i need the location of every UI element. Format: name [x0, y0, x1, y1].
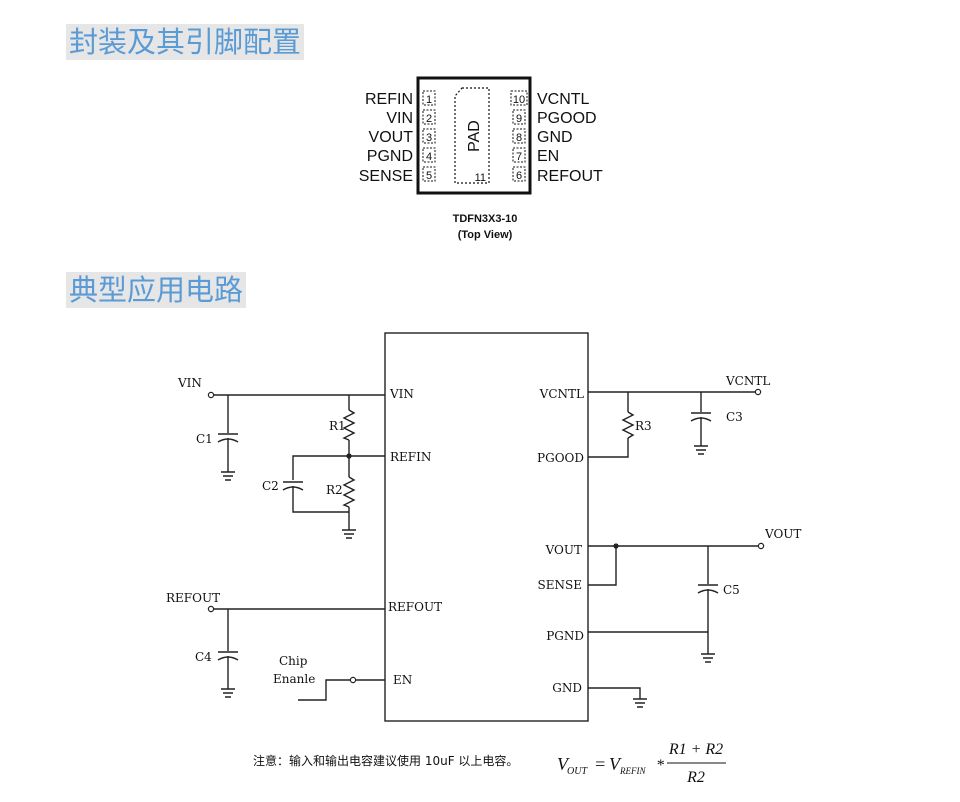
package-view: (Top View): [458, 229, 513, 241]
formula-equals: =: [594, 754, 606, 774]
right-pin-10: 10 VCNTL: [510, 90, 590, 108]
pin-name: GND: [537, 129, 573, 146]
ground-symbol: [221, 688, 235, 698]
right-pin-8: 8 GND: [512, 128, 573, 146]
refin-divider: R1 C2 R2: [262, 395, 385, 539]
c2-label: C2: [262, 479, 279, 493]
ic-pin-vin: VIN: [389, 387, 414, 401]
pin-number: 1: [426, 94, 432, 106]
r1-resistor: [342, 409, 356, 441]
package-section-title: 封装及其引脚配置: [66, 24, 305, 60]
pin-name: SENSE: [359, 168, 413, 185]
left-pin-3: 3 VOUT: [369, 128, 436, 146]
formula-times: *: [656, 757, 664, 774]
r2-resistor: [342, 476, 356, 508]
c3-label: C3: [726, 410, 743, 424]
vcntl-net: VCNTL R3 C3: [588, 374, 770, 458]
ic-pin-vout: VOUT: [545, 543, 582, 557]
pin-name: REFIN: [365, 91, 413, 108]
pin-number: 4: [426, 151, 432, 163]
ic-pin-refout: REFOUT: [388, 600, 442, 614]
refout-label: REFOUT: [166, 591, 220, 605]
ic-pin-pgnd: PGND: [546, 629, 584, 643]
ic-body: [384, 332, 589, 722]
pin-name: PGOOD: [537, 110, 597, 127]
formula-vout-sub: OUT: [567, 766, 588, 777]
exposed-pad: [454, 87, 490, 184]
left-pin-1: 1 REFIN: [365, 90, 436, 108]
r3-label: R3: [635, 419, 652, 433]
c5-label: C5: [723, 583, 740, 597]
pin-number: 2: [426, 113, 432, 125]
ic-pin-gnd: GND: [552, 681, 582, 695]
left-pin-5: 5 SENSE: [359, 166, 436, 185]
pin-number: 5: [426, 170, 432, 182]
ground-symbol: [694, 445, 708, 455]
circuit-section-title: 典型应用电路: [66, 272, 247, 308]
refout-net: REFOUT C4: [166, 591, 385, 698]
pin-number: 9: [516, 113, 522, 125]
pin-name: VOUT: [369, 129, 414, 146]
c4-label: C4: [195, 650, 212, 664]
pin-number: 7: [516, 151, 522, 163]
ground-symbol: [701, 653, 715, 663]
right-pin-6: 6 REFOUT: [512, 166, 603, 185]
r1-label: R1: [329, 419, 346, 433]
pin-name: PGND: [367, 148, 413, 165]
formula-vrefin: V: [609, 754, 622, 774]
chip-enable: Chip Enanle: [273, 654, 385, 701]
pin-number: 10: [513, 94, 525, 106]
pin-number: 6: [516, 170, 522, 182]
chip-enable-label-2: Enanle: [273, 672, 315, 686]
package-name: TDFN3X3-10: [453, 213, 518, 225]
package-diagram: PAD 11 1 REFIN 2 VIN 3 VOUT 4 PGND 5 SEN…: [359, 76, 603, 241]
right-pin-7: 7 EN: [512, 147, 559, 165]
pad-number: 11: [475, 172, 486, 184]
ic-pin-sense: SENSE: [538, 578, 582, 592]
note-text: 注意：输入和输出电容建议使用 10uF 以上电容。: [253, 753, 518, 768]
vout-net: VOUT C5: [588, 527, 801, 663]
formula-vout: V: [557, 754, 570, 774]
chip-enable-label-1: Chip: [279, 654, 308, 668]
pin-name: VIN: [386, 110, 413, 127]
formula-denominator: R2: [686, 769, 705, 786]
ic-pin-refin: REFIN: [390, 450, 431, 464]
vout-label: VOUT: [764, 527, 801, 541]
pin-name: REFOUT: [537, 168, 603, 185]
schematic: VIN REFIN REFOUT EN VCNTL PGOOD VOUT SEN…: [166, 332, 801, 722]
vin-label: VIN: [177, 376, 202, 390]
gnd-net: [588, 687, 647, 708]
formula-vrefin-sub: REFIN: [619, 766, 646, 776]
ground-symbol: [342, 529, 356, 539]
left-pin-4: 4 PGND: [367, 147, 436, 165]
ic-pin-en: EN: [393, 673, 412, 687]
ground-symbol: [633, 698, 647, 708]
pad-label: PAD: [466, 120, 483, 152]
pin-number: 8: [516, 132, 522, 144]
r2-label: R2: [326, 483, 343, 497]
right-pin-9: 9 PGOOD: [512, 109, 597, 127]
c1-label: C1: [196, 432, 213, 446]
ic-pin-vcntl: VCNTL: [539, 387, 584, 401]
vin-net: VIN C1: [177, 376, 385, 481]
formula-numerator: R1 + R2: [668, 741, 723, 758]
footnote: 注意：输入和输出电容建议使用 10uF 以上电容。 V OUT = V REFI…: [253, 741, 726, 786]
pin-name: EN: [537, 148, 559, 165]
ground-symbol: [221, 471, 235, 481]
left-pin-2: 2 VIN: [386, 109, 436, 127]
pin-number: 3: [426, 132, 432, 144]
vcntl-label: VCNTL: [725, 374, 770, 388]
pin-name: VCNTL: [537, 91, 590, 108]
r3-resistor: [621, 411, 635, 439]
ic-pin-pgood: PGOOD: [537, 451, 584, 465]
